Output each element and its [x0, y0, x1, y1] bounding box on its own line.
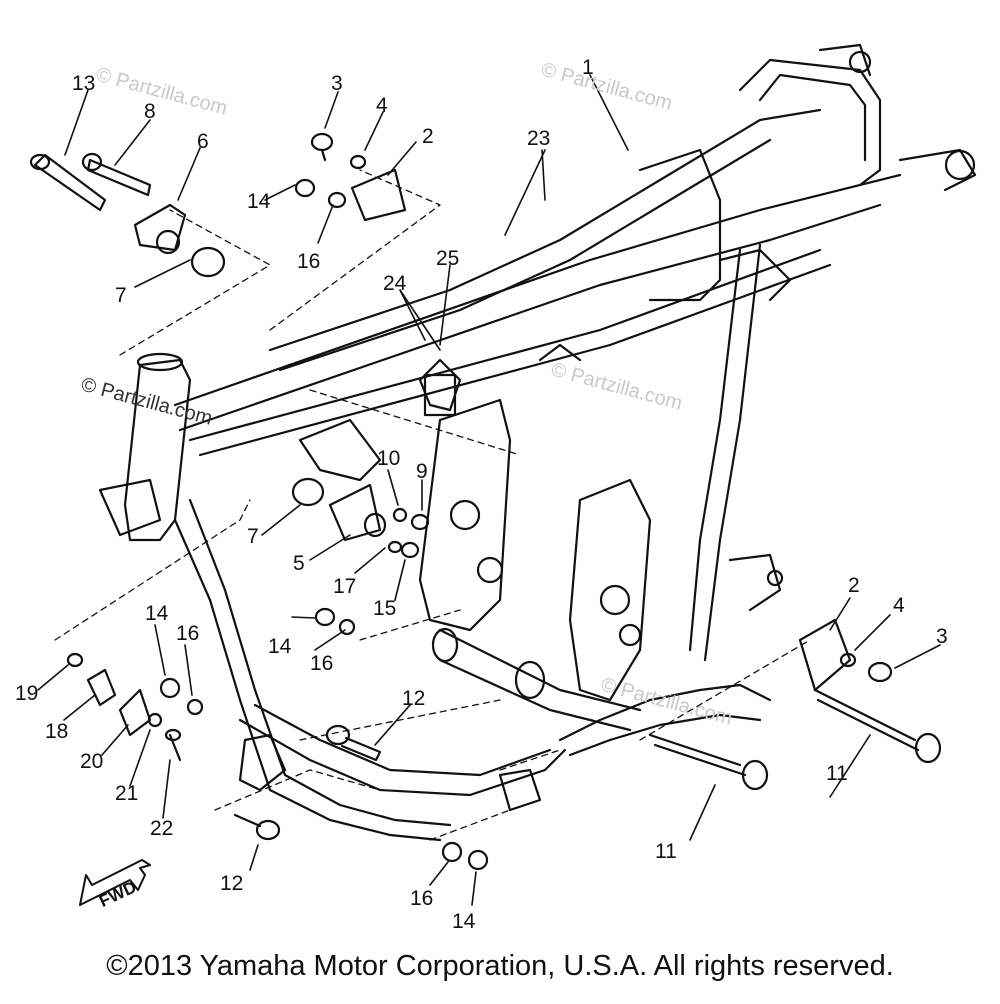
callout-7: 7 [115, 284, 127, 307]
copyright-notice: ©2013 Yamaha Motor Corporation, U.S.A. A… [106, 950, 894, 982]
callout-5: 5 [293, 552, 305, 575]
callout-16: 16 [410, 887, 433, 910]
callout-16: 16 [310, 652, 333, 675]
callout-8: 8 [144, 100, 156, 123]
callout-15: 15 [373, 597, 396, 620]
watermark: © Partzilla.com [94, 64, 230, 120]
callout-14: 14 [247, 190, 271, 213]
callout-24: 24 [383, 272, 407, 295]
watermark: © Partzilla.com [549, 359, 685, 415]
callout-7: 7 [247, 525, 259, 548]
callout-1: 1 [582, 56, 594, 79]
watermark: © Partzilla.com [599, 674, 735, 730]
callouts: 1 2 2 3 3 4 4 5 6 7 7 8 9 10 11 11 12 12… [15, 56, 948, 933]
callout-23: 23 [527, 127, 550, 150]
callout-3: 3 [331, 72, 343, 95]
fwd-label: FWD [96, 877, 139, 911]
watermark: © Partzilla.com [79, 374, 215, 430]
assembly-lines [54, 169, 811, 841]
callout-4: 4 [893, 594, 905, 617]
callout-19: 19 [15, 682, 38, 705]
frame-drawing [98, 43, 977, 842]
callout-13: 13 [72, 72, 95, 95]
fwd-arrow-icon [79, 859, 151, 906]
callout-25: 25 [436, 247, 459, 270]
callout-3: 3 [936, 625, 948, 648]
leader-lines [37, 74, 941, 906]
callout-14: 14 [145, 602, 169, 625]
callout-2: 2 [848, 574, 860, 597]
callout-11: 11 [826, 762, 848, 785]
callout-4: 4 [376, 94, 388, 117]
callout-9: 9 [416, 460, 428, 483]
callout-21: 21 [115, 782, 138, 805]
callout-12: 12 [402, 687, 425, 710]
callout-11: 11 [655, 840, 677, 863]
callout-17: 17 [333, 575, 356, 598]
callout-2: 2 [422, 125, 434, 148]
callout-18: 18 [45, 720, 68, 743]
callout-20: 20 [80, 750, 103, 773]
callout-16: 16 [176, 622, 199, 645]
callout-16: 16 [297, 250, 320, 273]
callout-6: 6 [197, 130, 209, 153]
callout-22: 22 [150, 817, 173, 840]
callout-10: 10 [377, 447, 400, 470]
callout-12: 12 [220, 872, 243, 895]
callout-14: 14 [452, 910, 476, 933]
hardware-parts [29, 132, 942, 871]
callout-14: 14 [268, 635, 292, 658]
